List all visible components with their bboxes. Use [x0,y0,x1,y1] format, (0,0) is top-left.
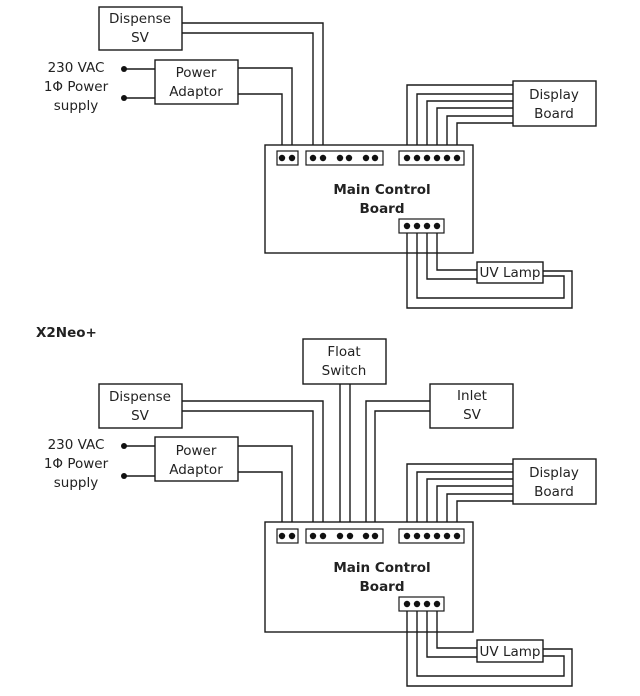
uv-lamp-label: UV Lamp [480,265,541,281]
float-switch-label-line2: Switch [322,363,367,379]
uv-lamp-box-top [476,261,544,284]
power-adaptor-label-line2: Adaptor [169,84,223,100]
wire-display-3 [426,100,513,158]
power-supply-label-line1: 230 VAC [48,60,105,76]
main-board-label-line1: Main Control [333,182,430,198]
wire-display-5 [446,115,513,158]
dispense-sv-label-line2: SV [131,408,150,424]
wire-inlet-2 [374,410,430,536]
power-adaptor-label-line1: Power [176,65,217,81]
supply-terminal-1 [121,443,127,449]
supply-terminal-2 [121,473,127,479]
display-board-label-line2: Board [534,484,574,500]
diagram-title-x2neo-plus: X2Neo+ [36,325,97,341]
wire-adaptor-2 [238,471,283,536]
wire-display-2 [416,93,513,158]
inlet-sv-box [429,383,514,429]
main-board-label-line2: Board [360,201,405,217]
main-board-label-line1: Main Control [333,560,430,576]
connector-io-bottom [305,528,384,544]
wire-uv-4 [406,604,573,687]
inlet-sv-label-line1: Inlet [457,388,487,404]
dispense-sv-label-line2: SV [131,30,150,46]
power-adaptor-label-line1: Power [176,443,217,459]
uv-lamp-label: UV Lamp [480,644,541,660]
dispense-sv-box-bottom [98,383,183,429]
display-board-box-top [512,80,597,127]
wire-uv-3 [416,226,565,299]
wire-display-3 [426,478,513,536]
display-board-box-bottom [512,458,597,505]
diagram-bottom: Main Control Board [44,338,597,687]
wire-dispense-1 [182,400,324,536]
diagram-top: Main Control Board [44,6,597,309]
wire-adaptor-1 [238,445,293,536]
dispense-sv-box-top [98,6,183,51]
power-adaptor-label-line2: Adaptor [169,462,223,478]
wire-display-1 [406,463,513,536]
power-supply-label-line1: 230 VAC [48,437,105,453]
supply-terminal-2 [121,95,127,101]
uv-lamp-box-bottom [476,639,544,663]
wire-uv-3 [416,604,565,677]
wire-adaptor-1 [238,67,293,158]
power-supply-label-line2: 1Φ Power [44,79,109,95]
wire-display-4 [436,107,513,158]
display-board-label-line2: Board [534,106,574,122]
power-adaptor-box-bottom [154,436,239,482]
main-board-label-line2: Board [360,579,405,595]
power-adaptor-box-top [154,59,239,105]
wire-display-1 [406,84,513,158]
wire-display-4 [436,485,513,536]
wire-dispense-1 [182,22,324,158]
wire-dispense-2 [182,410,314,536]
float-switch-box [302,338,387,385]
float-switch-label-line1: Float [327,344,360,360]
inlet-sv-label-line2: SV [463,407,482,423]
connector-display-top [398,150,465,166]
connector-uv-bottom [398,596,445,612]
wire-uv-4 [406,226,573,309]
wire-adaptor-2 [238,93,283,158]
power-supply-label-line2: 1Φ Power [44,456,109,472]
dispense-sv-label-line1: Dispense [109,11,171,27]
dispense-sv-label-line1: Dispense [109,389,171,405]
wire-display-2 [416,471,513,536]
connector-power-bottom [276,528,299,544]
wire-dispense-2 [182,32,314,158]
wire-inlet-1 [365,400,430,536]
power-supply-label-line3: supply [54,475,98,491]
display-board-label-line1: Display [529,87,579,103]
supply-terminal-1 [121,66,127,72]
connector-uv-top [398,218,445,234]
display-board-label-line1: Display [529,465,579,481]
connector-io-top [305,150,384,166]
connector-display-bottom [398,528,465,544]
connector-power-top [276,150,299,166]
wires-top [124,22,573,309]
power-supply-label-line3: supply [54,98,98,114]
